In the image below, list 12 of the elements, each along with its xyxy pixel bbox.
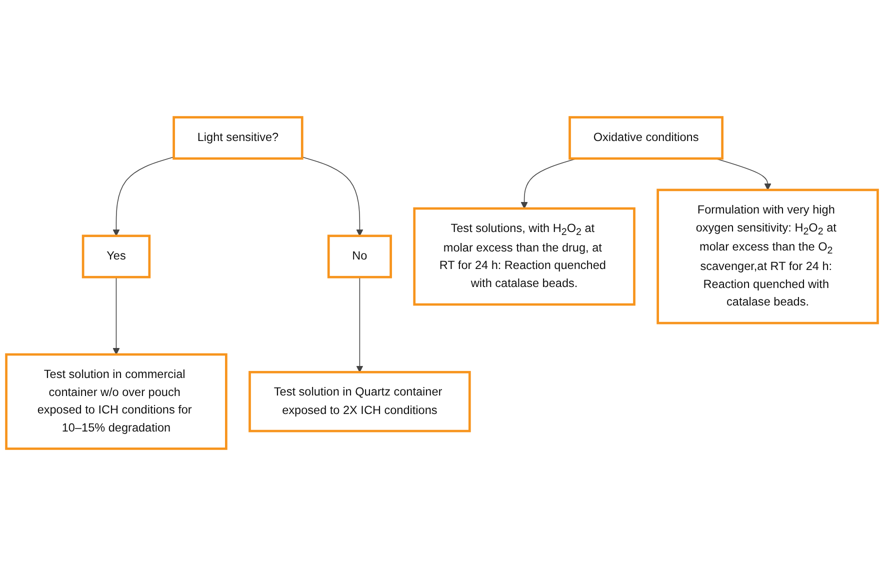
node-box: Yes [82, 234, 151, 278]
node-box: Test solutions, with H$_{2}$O$_{2}$ at molar excess than the drug, at RT for 24 h: Reaction quenched with catalase beads. [413, 207, 636, 306]
arrow [356, 276, 364, 372]
arrow [112, 276, 120, 355]
node-box: Light sensitive? [172, 116, 304, 160]
node-box: No [327, 234, 392, 278]
node-box: Test solution in commercial container w/o over pouch exposed to ICH conditions for 10–15% degradation [5, 353, 228, 450]
arrow [112, 156, 174, 236]
node-box: Oxidative conditions [568, 116, 724, 160]
node-box: Test solution in Quartz container exposed to 2X ICH conditions [248, 370, 471, 432]
arrow [302, 156, 364, 236]
node-box: Formulation with very high oxygen sensitivity: H$_{2}$O$_{2}$ at molar excess than the O$_{2}$ scavenger,at RT for 24 h: Reaction quenched with catalase beads. [656, 188, 879, 324]
